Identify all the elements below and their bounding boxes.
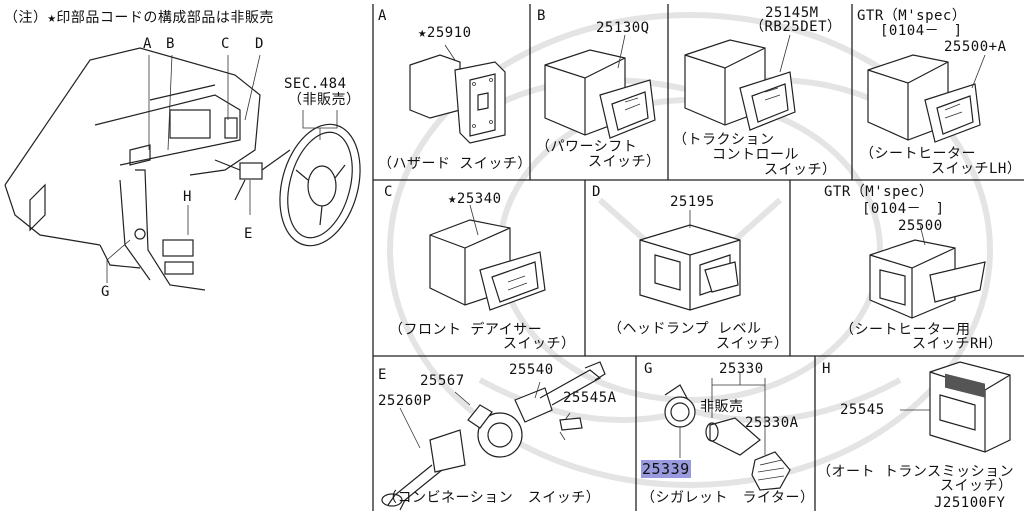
dashboard-overview-drawing (4, 47, 361, 291)
panel-e-part-25567: 25567 (420, 373, 465, 389)
panel-b1-caption-line1: （パワーシフト (536, 139, 638, 155)
panel-c-caption-line2: スイッチ） (503, 336, 576, 352)
panel-d1-caption-line1: （ヘッドランプ レベル (608, 321, 762, 337)
panel-g-part-25339-highlight: 25339 (641, 460, 691, 478)
panel-g-caption: （シガレット ライター） (641, 490, 815, 506)
panel-d2-model: GTR（M'spec） (824, 184, 934, 200)
figure-code: J25100FY (934, 495, 1006, 511)
panel-b2-engine-code: （RB25DET） (750, 19, 842, 35)
panel-a-letter: A (378, 8, 387, 24)
panel-c-part-number: ★25340 (448, 191, 502, 207)
panel-b3-part-number: 25500+A (944, 39, 1007, 55)
panel-e-part-25540: 25540 (509, 362, 554, 378)
panel-h-part-number: 25545 (840, 402, 885, 418)
panel-e-part-25260p: 25260P (378, 393, 432, 409)
callout-a-label: A (143, 36, 152, 52)
panel-d1-part-number: 25195 (670, 194, 715, 210)
callout-d-label: D (255, 36, 264, 52)
panel-g-part-25330: 25330 (719, 361, 764, 377)
traction-control-switch-drawing (684, 34, 796, 131)
callout-c-label: C (221, 36, 230, 52)
panel-b3-caption-line2: スイッチLH） (931, 161, 1022, 177)
panel-e-part-25545a: 25545A (563, 390, 617, 406)
panel-d1-caption-line2: スイッチ） (716, 336, 789, 352)
panel-g-letter: G (644, 361, 653, 377)
sec-not-sold-label: （非販売） (288, 92, 361, 108)
front-deicer-switch-drawing (429, 204, 546, 311)
panel-b3-model: GTR（M'spec） (857, 8, 967, 24)
panel-b2-caption-line1: （トラクション (673, 132, 775, 148)
panel-e-letter: E (378, 367, 387, 383)
panel-h-letter: H (822, 361, 831, 377)
combination-switch-drawing (381, 361, 606, 511)
sec-reference-label: SEC.484 (284, 76, 347, 92)
panel-d-letter: D (592, 184, 601, 200)
power-shift-switch-drawing (544, 34, 656, 139)
panel-c-letter: C (384, 184, 393, 200)
panel-g-not-sold: 非販売 (700, 399, 744, 415)
callout-h-label: H (183, 189, 192, 205)
seat-heater-rh-switch-drawing (869, 224, 986, 319)
callout-b-label: B (166, 36, 175, 52)
highlight-marker: 25339 (641, 460, 691, 478)
panel-b3-date-range: [0104－ ] (880, 23, 963, 39)
seat-heater-lh-switch-drawing (867, 54, 986, 143)
panel-grid-lines (372, 4, 1024, 511)
panel-e-caption: （コンビネーション スイッチ） (383, 490, 601, 506)
cigarette-lighter-drawing (664, 372, 791, 491)
at-switch-drawing (900, 361, 1011, 453)
panel-d2-caption-line1: （シートヒーター用 (840, 322, 971, 338)
panel-b-letter: B (537, 8, 546, 24)
panel-a-part-number: ★25910 (418, 25, 472, 41)
panel-h-caption-line1: （オート トランスミッション (817, 464, 1015, 480)
panel-d2-part-number: 25500 (898, 218, 943, 234)
callout-g-label: G (101, 284, 110, 300)
headlamp-level-switch-drawing (639, 210, 741, 311)
panel-h-caption-line2: スイッチ） (940, 478, 1013, 494)
parts-note: （注）★印部品コードの構成部品は非販売 (4, 10, 274, 26)
panel-a-caption: （ハザード スイッチ） (378, 156, 532, 172)
panel-c-caption-line1: （フロント デアイサー (389, 322, 543, 338)
panel-d2-caption-line2: スイッチRH） (912, 336, 1003, 352)
panel-b1-caption-line2: スイッチ） (588, 154, 661, 170)
panel-b2-part-number: 25145M (765, 5, 819, 21)
panel-b1-part-number: 25130Q (596, 20, 650, 36)
hazard-switch-drawing (409, 44, 506, 144)
panel-b2-caption-line3: スイッチ） (764, 162, 837, 178)
callout-e-label: E (244, 226, 253, 242)
panel-b2-caption-line2: コントロール (712, 147, 799, 163)
panel-b3-caption-line1: （シートヒーター (860, 146, 976, 162)
panel-g-part-25330a: 25330A (745, 415, 799, 431)
panel-d2-date-range: [0104－ ] (862, 201, 945, 217)
